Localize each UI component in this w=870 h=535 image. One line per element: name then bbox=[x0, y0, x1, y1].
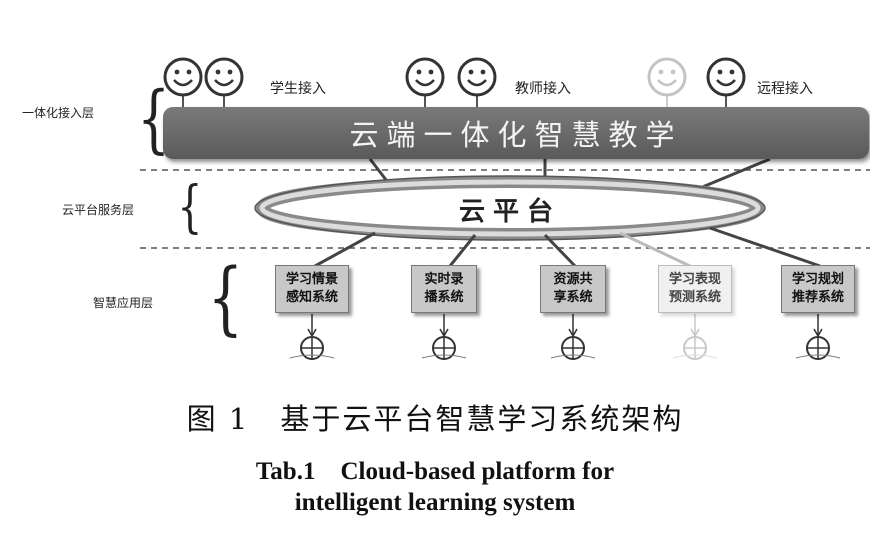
connector-line bbox=[448, 234, 477, 267]
smiley-face-icon bbox=[405, 57, 445, 107]
unified-teaching-banner: 云端一体化智慧教学 bbox=[163, 107, 869, 159]
smiley-face-icon bbox=[163, 57, 203, 107]
brace-icon: { bbox=[207, 251, 244, 344]
connector-line bbox=[314, 231, 376, 268]
layer-label-service: 云平台服务层 bbox=[62, 203, 135, 217]
app-box-line: 享系统 bbox=[553, 290, 593, 305]
figure-caption-en-line2: intelligent learning system bbox=[294, 489, 576, 516]
app-globes bbox=[289, 314, 841, 360]
cloud-platform-label: 云平台 bbox=[458, 197, 561, 227]
connector-line bbox=[709, 226, 821, 268]
access-label-remote: 远程接入 bbox=[757, 81, 813, 97]
app-box-line: 学习规划 bbox=[791, 272, 844, 287]
smiley-face-icon bbox=[204, 57, 244, 107]
brace-icon: { bbox=[177, 175, 203, 240]
cloud-platform-ring-edge bbox=[254, 175, 766, 241]
layer-label-access: 一体化接入层 bbox=[22, 106, 95, 120]
connector-line bbox=[543, 233, 577, 268]
connector-line bbox=[699, 157, 771, 190]
app-box-line: 播系统 bbox=[424, 290, 464, 305]
figure-caption-en-line1: Tab.1 Cloud-based platform for bbox=[255, 458, 615, 485]
globe-icon bbox=[795, 314, 841, 360]
app-box-line: 感知系统 bbox=[285, 290, 338, 305]
globe-icon bbox=[421, 314, 467, 360]
app-box-line: 学习表现 bbox=[668, 272, 721, 287]
app-box-line: 学习情景 bbox=[285, 272, 338, 287]
layer-label-application: 智慧应用层 bbox=[93, 296, 154, 310]
globe-icon bbox=[289, 314, 335, 360]
cloud-app-connectors bbox=[314, 226, 821, 268]
app-box-line: 推荐系统 bbox=[791, 290, 844, 305]
user-faces bbox=[163, 57, 746, 107]
app-box-resource-sharing: 资源共享系统 bbox=[540, 265, 606, 313]
access-label-teacher: 教师接入 bbox=[515, 81, 571, 97]
app-box-performance-prediction: 学习表现预测系统 bbox=[658, 265, 732, 313]
app-box-learning-planning: 学习规划推荐系统 bbox=[781, 265, 855, 313]
globe-icon bbox=[550, 314, 596, 360]
app-box-line: 预测系统 bbox=[668, 290, 721, 305]
cloud-platform-ring-inner bbox=[259, 179, 761, 237]
figure-caption-cn: 图 1 基于云平台智慧学习系统架构 bbox=[186, 402, 684, 436]
connector-line bbox=[619, 231, 691, 268]
smiley-face-icon bbox=[706, 57, 746, 107]
app-box-live-recording: 实时录播系统 bbox=[411, 265, 477, 313]
globe-icon bbox=[672, 314, 718, 360]
smiley-face-icon bbox=[457, 57, 497, 107]
smiley-face-icon bbox=[647, 57, 687, 107]
access-label-student: 学生接入 bbox=[270, 81, 326, 97]
app-box-line: 实时录 bbox=[424, 272, 464, 287]
app-box-line: 资源共 bbox=[553, 272, 593, 287]
app-box-context-sensing: 学习情景感知系统 bbox=[275, 265, 349, 313]
